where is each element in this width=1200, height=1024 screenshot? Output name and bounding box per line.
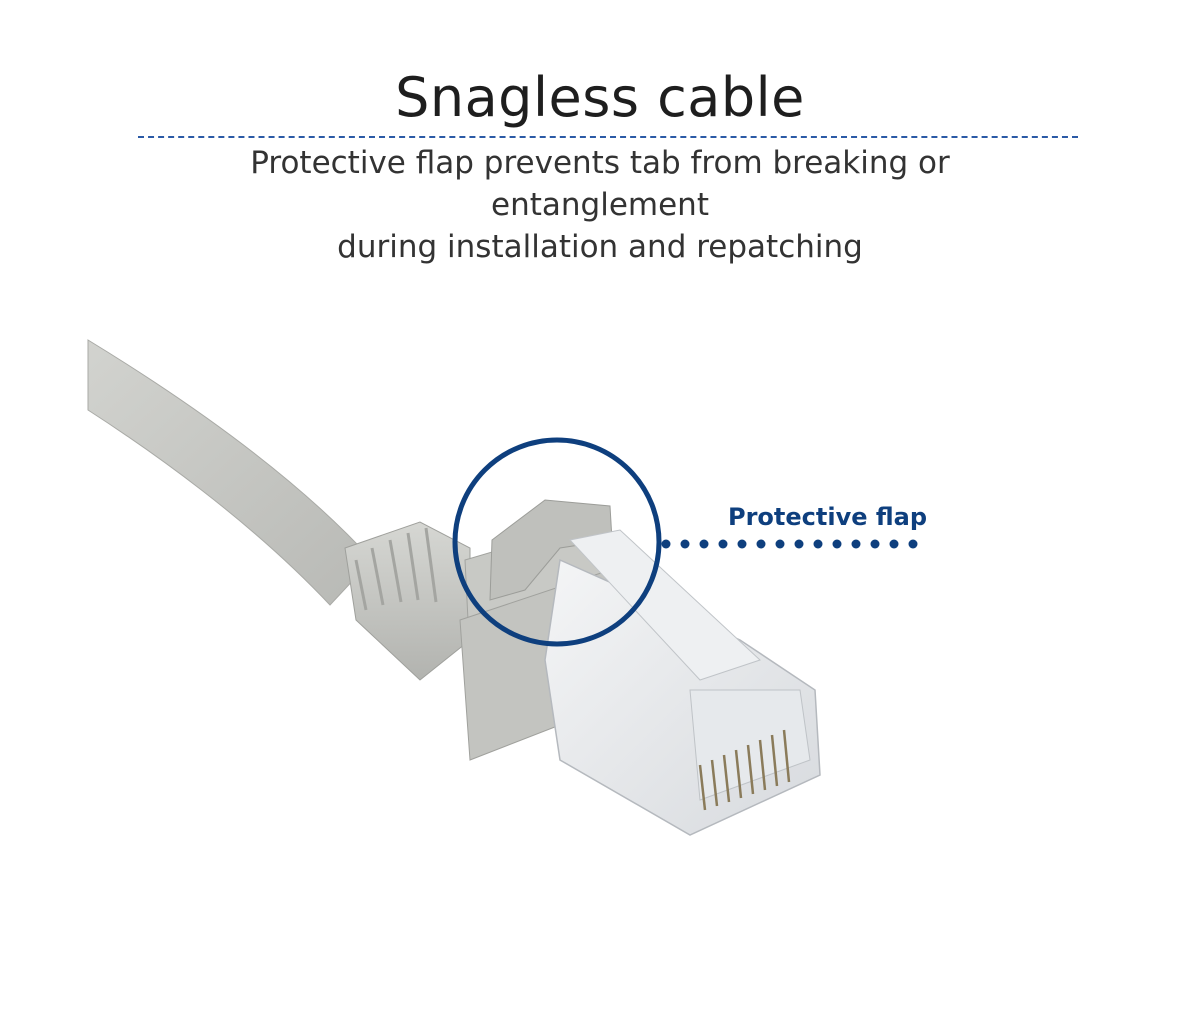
page-subtitle: Protective flap prevents tab from breaki… [140,142,1060,268]
title-divider [138,136,1078,138]
highlight-circle [452,437,662,647]
page-title: Snagless cable [395,66,805,129]
callout-label: Protective flap [728,503,928,531]
subtitle-line-2: during installation and repatching [337,229,863,265]
rj45-snagless-connector-icon [87,339,918,836]
gold-contacts [698,729,791,811]
leader-dots [661,539,918,549]
header: Snagless cable Protective flap prevents … [0,0,1200,265]
connector-boot [344,521,471,681]
subtitle-line-1: Protective flap prevents tab from breaki… [250,145,950,223]
clear-plug [544,529,821,836]
cable [87,339,373,606]
